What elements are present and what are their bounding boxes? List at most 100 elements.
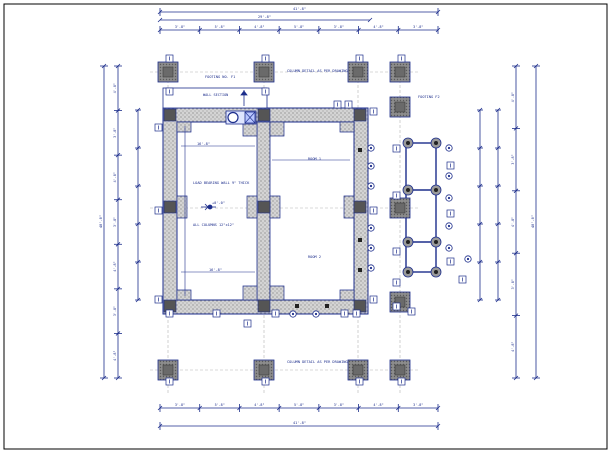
dim-tick — [135, 145, 141, 151]
dim-tick — [237, 405, 242, 411]
section-circle-dot — [369, 184, 373, 188]
room-left-bottom-dim: 16'-8" — [209, 268, 222, 272]
dim-tick — [115, 197, 121, 202]
dim-text: 4'-8" — [511, 217, 515, 227]
dim-tick — [157, 405, 163, 411]
section-circle-dot — [369, 146, 373, 150]
dim-tick — [477, 221, 483, 227]
sheet-frame — [3, 3, 608, 450]
dim-tick — [435, 405, 441, 411]
dim-tick — [115, 108, 121, 113]
dim-tick — [396, 27, 401, 33]
section-circle-dot — [369, 164, 373, 168]
header-box — [162, 87, 268, 109]
frame-node-core — [406, 141, 410, 145]
section-circle-dot — [291, 312, 295, 316]
wall-column — [257, 108, 271, 122]
dim-tick — [276, 27, 282, 33]
dim-tick — [513, 313, 519, 318]
side-frame — [405, 142, 437, 273]
wall-node — [358, 148, 362, 152]
callout-tags — [154, 54, 467, 386]
dim-tick — [135, 221, 141, 227]
footing-column — [352, 66, 364, 78]
dim-text: 4'-8" — [254, 403, 264, 407]
dim-tick — [477, 183, 483, 189]
dim-text: 3'-8" — [113, 306, 117, 316]
dim-tick — [115, 152, 121, 158]
dim-tick — [197, 405, 202, 411]
dim-tick — [316, 405, 322, 411]
wall-node — [358, 238, 362, 242]
footing-column — [394, 364, 406, 376]
footing-column — [394, 101, 406, 113]
room-note-2: ALL COLUMNS 12"x12" — [193, 223, 234, 227]
room-right-label-b: ROOM 2 — [308, 255, 321, 259]
dim-tick — [115, 375, 121, 381]
dim-tick — [435, 27, 441, 33]
dim-tick — [135, 183, 141, 189]
frame-node-core — [406, 240, 410, 244]
section-symbol-icon — [201, 90, 248, 211]
dim-text: 5'-8" — [294, 25, 304, 29]
wall-node — [295, 304, 299, 308]
dim-tick — [356, 27, 361, 33]
dim-text: 4'-8" — [113, 83, 117, 93]
dim-text: 4'-8" — [511, 92, 515, 102]
dim-overall-text: 41'-8" — [293, 7, 306, 11]
wall-node — [358, 268, 362, 272]
dim-tick — [477, 259, 483, 265]
dim-overall-text: 41'-8" — [293, 421, 306, 425]
section-circle-dot — [369, 266, 373, 270]
dim-tick — [316, 27, 322, 33]
dim-tick — [356, 405, 361, 411]
footing-column — [258, 66, 270, 78]
dim-text: 4'-8" — [113, 261, 117, 271]
dim-text: 3'-8" — [413, 403, 423, 407]
dim-tick — [276, 405, 282, 411]
dim-tick — [495, 221, 501, 227]
frame-node-core — [434, 141, 438, 145]
note-footing-top: FOOTING NO. F1 — [205, 75, 235, 79]
section-circle-dot — [447, 174, 451, 178]
dim-text: 3'-8" — [113, 128, 117, 138]
wall-column — [353, 108, 367, 122]
footing-column — [394, 202, 406, 214]
dimension-lines: 3'-8" 5'-8" 4'-8" 5'-8" 3'-8" 4'-8" 3'-8" 41'-8… — [99, 7, 540, 430]
dim-tick — [197, 27, 202, 33]
annotations: FOOTING NO. F1 COLUMN DETAIL AS PER DRAW… — [193, 69, 440, 364]
wall-column — [257, 299, 271, 313]
dim-text: 3'-8" — [511, 279, 515, 289]
dim-tick — [495, 297, 501, 303]
dim-tick — [367, 17, 373, 23]
wall-columns — [163, 108, 367, 313]
dim-tick — [513, 63, 519, 69]
frame-node-core — [406, 270, 410, 274]
dim-text: 3'-8" — [511, 154, 515, 164]
dim-mid-text: 29'-8" — [258, 15, 271, 19]
room-left-dim: 16'-8" — [197, 142, 210, 146]
dim-text: 4'-8" — [254, 25, 264, 29]
dim-tick — [513, 375, 519, 381]
wall-column — [353, 200, 367, 214]
section-circle-dot — [369, 246, 373, 250]
dim-tick — [135, 107, 141, 113]
section-circle-dot — [466, 257, 470, 261]
dim-tick — [477, 145, 483, 151]
dim-tick — [513, 126, 519, 131]
dim-tick — [115, 331, 121, 336]
frame-node-core — [434, 188, 438, 192]
note-footing-side: FOOTING F2 — [418, 95, 440, 99]
dim-tick — [495, 259, 501, 265]
wall-pilasters — [176, 121, 355, 301]
dim-overall-text: 48'-8" — [531, 215, 535, 228]
dim-tick — [237, 27, 242, 33]
dim-text: 5'-8" — [215, 403, 225, 407]
dim-text: 3'-8" — [334, 403, 344, 407]
wall-node — [325, 304, 329, 308]
footing-column — [162, 66, 174, 78]
dim-tick — [135, 259, 141, 265]
level-mark: +0'-0" — [212, 201, 225, 205]
section-circle-dot — [447, 196, 451, 200]
dim-text: 4'-8" — [373, 25, 383, 29]
